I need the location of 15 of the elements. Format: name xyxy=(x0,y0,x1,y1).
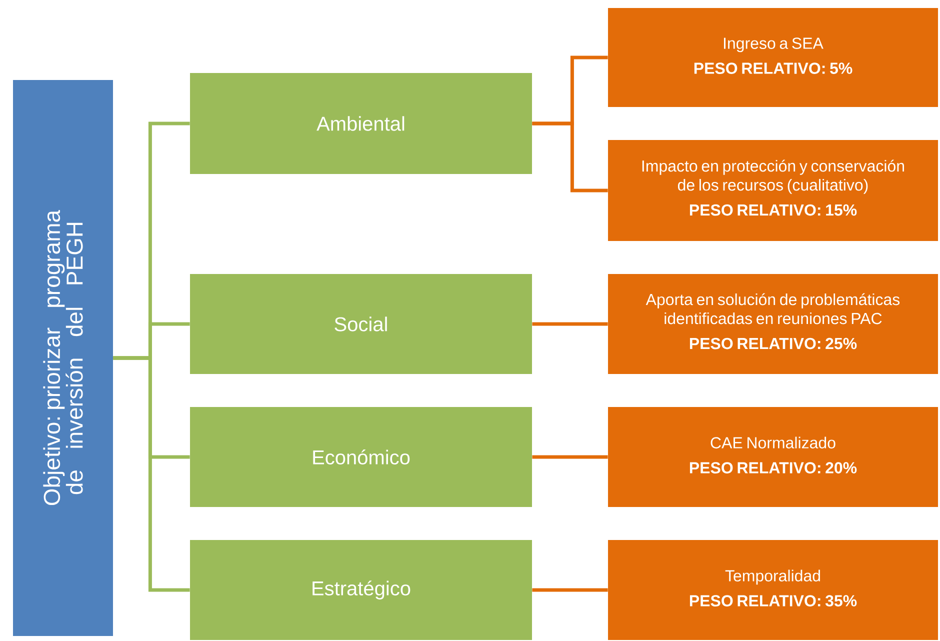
connector-line xyxy=(532,122,608,192)
category-box: Económico xyxy=(190,407,532,507)
objective-box: Objetivo: priorizar programa de inversión del PEGH xyxy=(13,80,113,636)
connector-line xyxy=(532,455,608,459)
criterion-box: Ingreso a SEA PESO RELATIVO: 5% xyxy=(608,8,938,107)
category-box: Social xyxy=(190,274,532,374)
connector-line xyxy=(113,356,190,592)
criterion-box: Aporta en solución de problemáticas identificadas en reuniones PAC PESO RELATIVO: 25% xyxy=(608,274,938,374)
criterion-box: Impacto en protección y conservación de los recursos (cualitativo) PESO RELATIVO: 15% xyxy=(608,140,938,241)
category-box: Estratégico xyxy=(190,540,532,640)
connector-line xyxy=(532,588,608,592)
connector-line xyxy=(532,322,608,326)
criterion-box: CAE Normalizado PESO RELATIVO: 20% xyxy=(608,407,938,507)
category-box: Ambiental xyxy=(190,73,532,174)
criterion-box: Temporalidad PESO RELATIVO: 35% xyxy=(608,540,938,640)
